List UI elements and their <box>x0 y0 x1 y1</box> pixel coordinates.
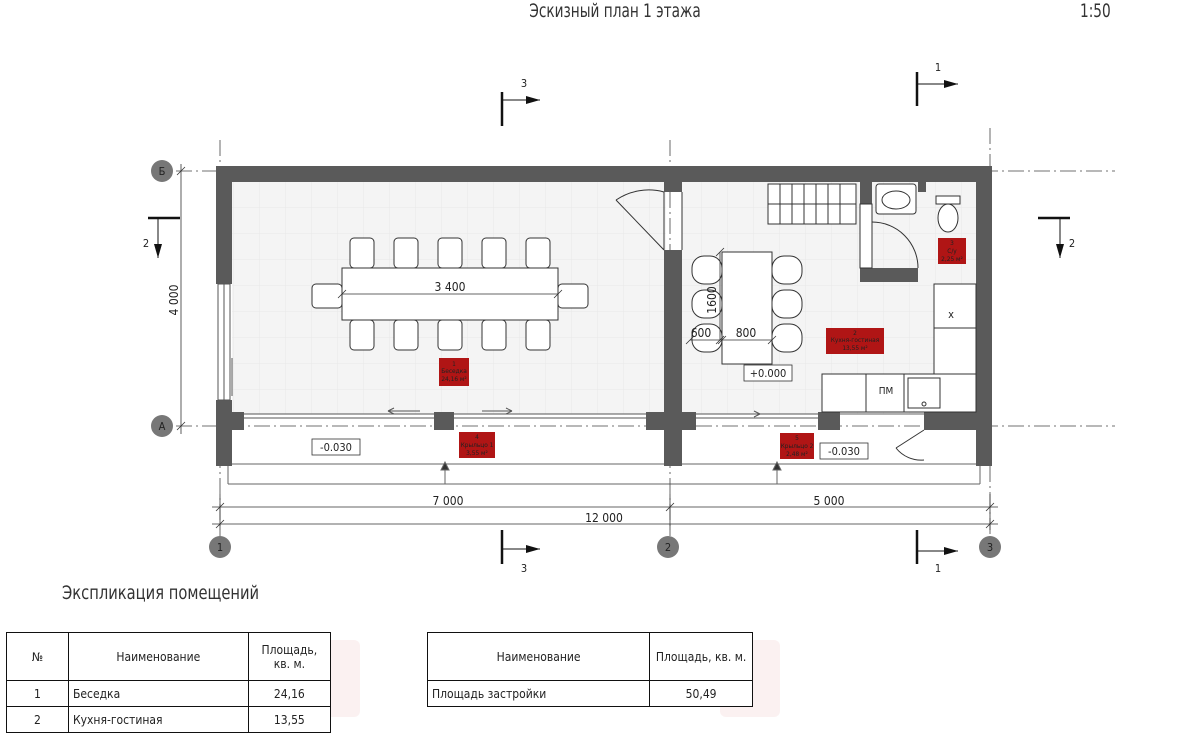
dim-bay-1-2: 7 000 <box>433 494 464 508</box>
room-tag-4: 4 Крыльцо 1 3,55 м² <box>459 432 495 458</box>
building-area-table: Наименование Площадь, кв. м. Площадь зас… <box>426 632 753 707</box>
svg-text:3: 3 <box>987 541 993 554</box>
svg-text:13,55 м²: 13,55 м² <box>842 344 867 352</box>
col-header-area: Площадь, кв. м. <box>247 632 332 681</box>
col-header-name: Наименование <box>67 632 249 681</box>
sliding-glazing <box>231 358 818 419</box>
section-mark-2-right: 2 <box>1038 216 1075 258</box>
dim-gazebo-table: 3 400 <box>435 280 466 294</box>
level-marks <box>311 364 869 460</box>
svg-text:1: 1 <box>217 541 223 554</box>
level-porch-1: -0.030 <box>320 441 352 454</box>
svg-text:2: 2 <box>665 541 671 554</box>
svg-text:1: 1 <box>452 360 456 368</box>
dim-kitchen-table-width: 800 <box>736 326 757 340</box>
svg-text:3: 3 <box>521 77 527 90</box>
dim-kitchen-table-offset: 600 <box>691 326 712 340</box>
axis-marker-2: 2 <box>657 536 679 558</box>
axis-marker-3: 3 <box>979 536 1001 558</box>
axis-marker-b: Б <box>151 160 173 182</box>
walls <box>216 166 992 466</box>
kitchen-units <box>821 283 977 413</box>
svg-text:1: 1 <box>935 562 941 575</box>
svg-text:А: А <box>159 420 166 433</box>
col-header-name: Наименование <box>426 632 651 681</box>
table-row: Площадь застройки 50,49 <box>426 680 753 707</box>
svg-text:С/у: С/у <box>947 247 957 255</box>
level-porch-2: -0.030 <box>828 445 860 458</box>
svg-text:Беседка: Беседка <box>441 367 467 375</box>
room-tag-2: 2 Кухня-гостиная 13,55 м² <box>826 328 884 354</box>
svg-text:3,55 м²: 3,55 м² <box>466 449 488 457</box>
floor-plan-drawing: 7 000 5 000 12 000 4 000 3 400 1600 600 … <box>143 61 1115 575</box>
svg-text:3: 3 <box>521 562 527 575</box>
section-mark-3-top: 3 <box>500 77 540 126</box>
section-mark-2-left: 2 <box>143 216 180 258</box>
section-mark-1-bottom: 1 <box>915 530 958 575</box>
svg-text:2: 2 <box>1069 237 1075 250</box>
dim-depth: 4 000 <box>167 284 181 315</box>
svg-text:24,16 м²: 24,16 м² <box>441 375 466 383</box>
level-floor: +0.000 <box>750 367 787 380</box>
svg-text:Б: Б <box>159 165 166 178</box>
sheet-title: Эскизный план 1 этажа <box>529 0 701 22</box>
room-tag-5: 5 Крыльцо 2 2,48 м² <box>780 433 814 459</box>
svg-text:2: 2 <box>853 329 857 337</box>
svg-text:2,25 м²: 2,25 м² <box>941 255 963 263</box>
axis-marker-1: 1 <box>209 536 231 558</box>
col-header-area: Площадь, кв. м. <box>649 632 753 681</box>
svg-text:5: 5 <box>795 434 799 442</box>
fridge-label: х <box>948 308 954 321</box>
room-tag-3: 3 С/у 2,25 м² <box>938 238 966 264</box>
svg-text:Крыльцо 1: Крыльцо 1 <box>461 441 494 449</box>
sheet-scale: 1:50 <box>1080 0 1111 22</box>
svg-text:2: 2 <box>143 237 149 250</box>
svg-text:Крыльцо 2: Крыльцо 2 <box>781 442 814 450</box>
explication-title: Экспликация помещений <box>62 582 260 604</box>
svg-text:3: 3 <box>950 239 954 247</box>
room-tag-1: 1 Беседка 24,16 м² <box>439 358 469 386</box>
dimension-lines <box>176 164 998 530</box>
svg-text:2,48 м²: 2,48 м² <box>786 450 808 458</box>
window-left <box>217 283 231 401</box>
bathroom-fixtures <box>875 183 961 233</box>
svg-text:4: 4 <box>475 433 479 441</box>
svg-text:1: 1 <box>935 61 941 74</box>
section-mark-3-bottom: 3 <box>500 530 540 575</box>
table-row: 2 Кухня-гостиная 13,55 <box>6 706 332 733</box>
doors <box>615 189 925 461</box>
table-row: 1 Беседка 24,16 <box>6 680 332 707</box>
axis-marker-a: А <box>151 415 173 437</box>
rooms-explication-table: № Наименование Площадь, кв. м. 1 Беседка… <box>6 632 332 733</box>
section-mark-1-top: 1 <box>915 61 958 106</box>
dishwasher-label: ПМ <box>879 386 894 397</box>
svg-text:Кухня-гостиная: Кухня-гостиная <box>831 336 880 344</box>
dim-bay-2-3: 5 000 <box>814 494 845 508</box>
dim-kitchen-table-length: 1600 <box>705 286 719 314</box>
dim-overall: 12 000 <box>585 511 623 525</box>
stair <box>767 183 857 225</box>
col-header-num: № <box>6 632 69 681</box>
kitchen-table <box>691 251 803 365</box>
